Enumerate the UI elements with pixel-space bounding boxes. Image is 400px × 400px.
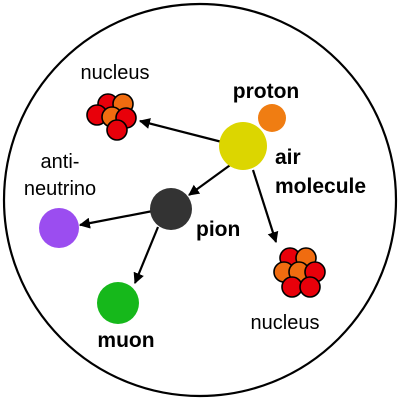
antineutrino-ball	[39, 208, 79, 248]
label-pion: pion	[196, 218, 240, 241]
air-molecule-ball	[219, 122, 267, 170]
nucleon-ball	[281, 276, 303, 298]
label-air: air	[275, 146, 301, 169]
nucleus-top-cluster	[86, 93, 137, 141]
arrow-pion-to-antineutrino	[78, 208, 159, 229]
label-proton: proton	[233, 80, 299, 103]
proton-ball	[258, 104, 286, 132]
label-muon: muon	[97, 329, 154, 352]
arrow-air-molecule-to-pion	[188, 162, 234, 196]
label-anti: anti-	[41, 151, 80, 173]
nucleus-bottom-cluster	[273, 247, 326, 298]
label-molecule: molecule	[275, 175, 366, 198]
nucleon-ball	[106, 119, 128, 141]
nucleon-ball	[299, 276, 321, 298]
label-neutrino: neutrino	[24, 178, 96, 200]
label-nucleus-top: nucleus	[81, 62, 150, 84]
arrow-pion-to-muon	[133, 226, 160, 285]
pion-ball	[150, 188, 192, 230]
label-nucleus-bottom: nucleus	[251, 312, 320, 334]
arrow-air-molecule-to-nucleus-top	[138, 118, 223, 144]
muon-ball	[97, 282, 139, 324]
arrow-air-molecule-to-nucleus-bottom	[251, 169, 279, 244]
